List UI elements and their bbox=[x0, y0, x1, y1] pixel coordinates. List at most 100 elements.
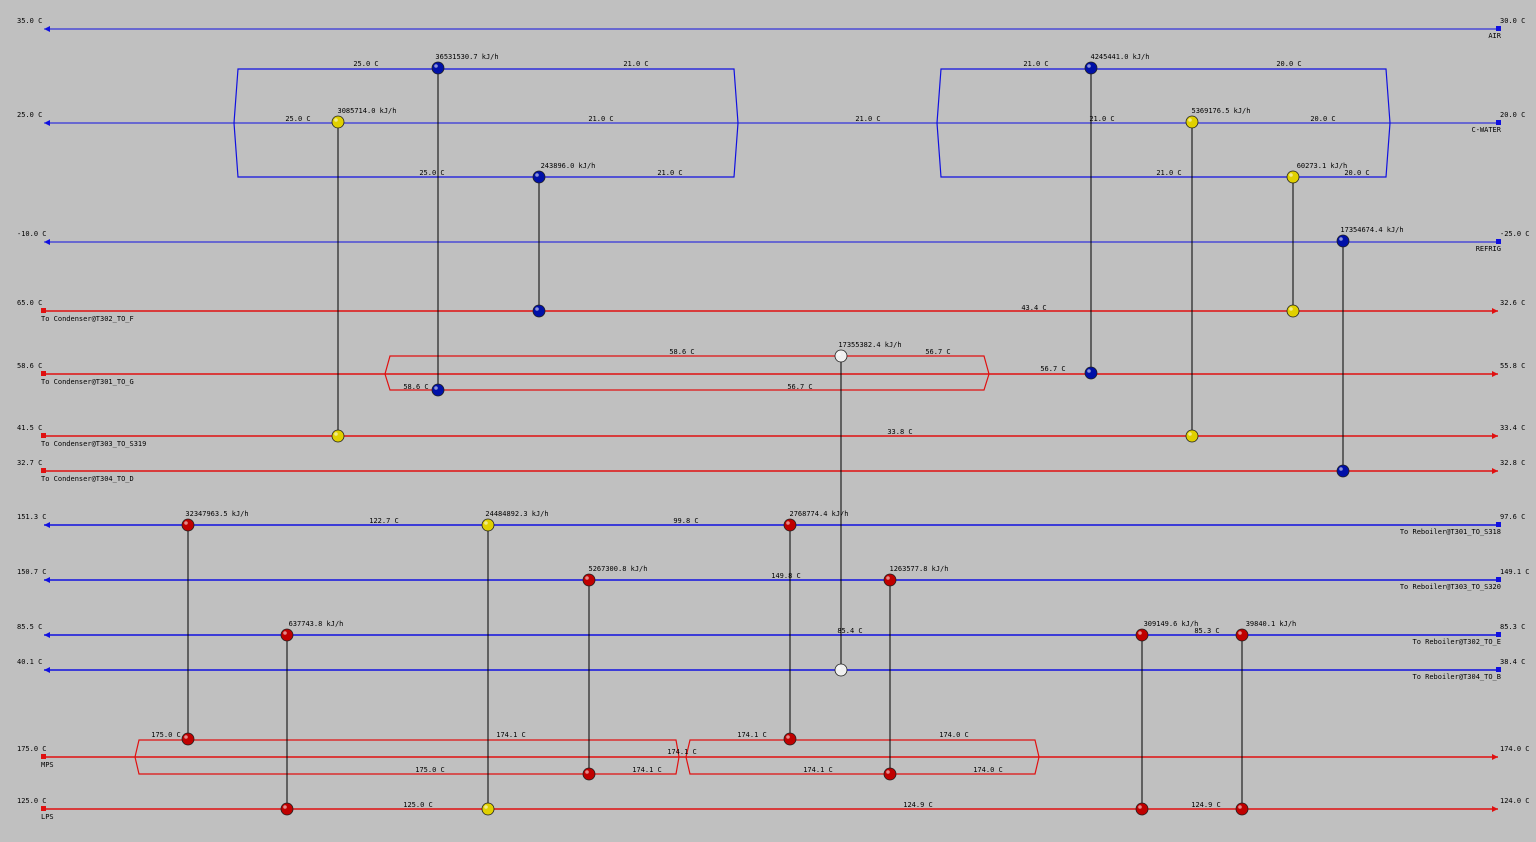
exchanger-node-e3-bottom[interactable] bbox=[532, 304, 546, 318]
exchanger-node-highlight bbox=[535, 307, 539, 311]
exchanger-node-highlight bbox=[1339, 237, 1343, 241]
exchanger-duty-e11: 2768774.4 kJ/h bbox=[789, 510, 848, 518]
exchanger-duty-e4: 4245441.0 kJ/h bbox=[1090, 53, 1149, 61]
exchanger-node-e9-bottom[interactable] bbox=[181, 732, 195, 746]
exchanger-node-e16-bottom[interactable] bbox=[1235, 802, 1249, 816]
exchanger-node-e11-top[interactable] bbox=[783, 518, 797, 532]
stream-arrow-reb304 bbox=[44, 667, 50, 673]
exchanger-node-e13-bottom[interactable] bbox=[883, 767, 897, 781]
temperature-label: 149.8 C bbox=[771, 572, 801, 580]
stream-arrow-reb303 bbox=[44, 577, 50, 583]
exchanger-node-e10-bottom[interactable] bbox=[481, 802, 495, 816]
exchanger-node-e9-top[interactable] bbox=[181, 518, 195, 532]
exchanger-node-e12-bottom[interactable] bbox=[582, 767, 596, 781]
exchanger-node-e4-top[interactable] bbox=[1084, 61, 1098, 75]
exchanger-node-e8-top[interactable] bbox=[834, 349, 848, 363]
exchanger-node-highlight bbox=[585, 770, 589, 774]
exchanger-node-e13-top[interactable] bbox=[883, 573, 897, 587]
exchanger-node-e4-bottom[interactable] bbox=[1084, 366, 1098, 380]
stream-source-mps bbox=[41, 754, 46, 759]
exchanger-node-e10-top[interactable] bbox=[481, 518, 495, 532]
stream-inlet-temp-cwater: 20.0 C bbox=[1500, 111, 1525, 119]
stream-arrow-t301 bbox=[1492, 371, 1498, 377]
exchanger-node-e15-top[interactable] bbox=[1135, 628, 1149, 642]
stream-outlet-temp-reb302: 85.5 C bbox=[17, 623, 42, 631]
exchanger-node-e6-top[interactable] bbox=[1286, 170, 1300, 184]
exchanger-duty-e8: 17355382.4 kJ/h bbox=[838, 341, 901, 349]
temperature-label: 56.7 C bbox=[1040, 365, 1065, 373]
exchanger-node-e7-top[interactable] bbox=[1336, 234, 1350, 248]
temperature-label: 43.4 C bbox=[1021, 304, 1046, 312]
stream-source-reb302 bbox=[1496, 632, 1501, 637]
stream-source-reb301 bbox=[1496, 522, 1501, 527]
exchanger-node-e1-bottom[interactable] bbox=[431, 383, 445, 397]
stream-source-lps bbox=[41, 806, 46, 811]
temperature-label: 85.3 C bbox=[1194, 627, 1219, 635]
stream-outlet-temp-cwater: 25.0 C bbox=[17, 111, 42, 119]
temperature-label: 175.0 C bbox=[151, 731, 181, 739]
stream-name-t303: To Condenser@T303_TO_S319 bbox=[41, 440, 146, 448]
exchanger-node-highlight bbox=[283, 631, 287, 635]
stream-arrow-mps bbox=[1492, 754, 1498, 760]
exchanger-node-e14-bottom[interactable] bbox=[280, 802, 294, 816]
stream-outlet-temp-reb303: 150.7 C bbox=[17, 568, 47, 576]
exchanger-duty-e14: 637743.8 kJ/h bbox=[289, 620, 344, 628]
exchanger-duty-e13: 1263577.8 kJ/h bbox=[889, 565, 948, 573]
exchanger-duty-e5: 5369176.5 kJ/h bbox=[1191, 107, 1250, 115]
split-brackets-layer bbox=[134, 68, 1391, 775]
temperature-label: 85.4 C bbox=[837, 627, 862, 635]
exchanger-node-e1-top[interactable] bbox=[431, 61, 445, 75]
stream-inlet-temp-air: 30.0 C bbox=[1500, 17, 1525, 25]
exchanger-node-highlight bbox=[535, 173, 539, 177]
exchanger-node-e5-top[interactable] bbox=[1185, 115, 1199, 129]
exchanger-nodes-layer bbox=[181, 61, 1350, 816]
stream-name-mps: MPS bbox=[41, 761, 54, 769]
exchanger-node-e7-bottom[interactable] bbox=[1336, 464, 1350, 478]
exchanger-node-e8-bottom[interactable] bbox=[834, 663, 848, 677]
exchanger-node-e6-bottom[interactable] bbox=[1286, 304, 1300, 318]
exchanger-node-e2-top[interactable] bbox=[331, 115, 345, 129]
exchanger-node-highlight bbox=[786, 521, 790, 525]
exchanger-node-highlight bbox=[334, 432, 338, 436]
stream-arrow-t302 bbox=[1492, 308, 1498, 314]
stream-name-air: AIR bbox=[1488, 32, 1501, 40]
stream-inlet-temp-mps: 175.0 C bbox=[17, 745, 47, 753]
exchanger-duty-e1: 36531530.7 kJ/h bbox=[435, 53, 498, 61]
exchanger-node-highlight bbox=[334, 118, 338, 122]
exchanger-node-highlight bbox=[434, 64, 438, 68]
temperature-label: 20.0 C bbox=[1310, 115, 1335, 123]
exchanger-node-e2-bottom[interactable] bbox=[331, 429, 345, 443]
exchanger-node-highlight bbox=[1087, 64, 1091, 68]
stream-name-refrig: REFRIG bbox=[1476, 245, 1501, 253]
stream-name-cwater: C-WATER bbox=[1471, 126, 1501, 134]
exchanger-duty-e6: 60273.1 kJ/h bbox=[1297, 162, 1348, 170]
temperature-label: 20.0 C bbox=[1344, 169, 1369, 177]
temperature-label: 124.9 C bbox=[903, 801, 933, 809]
stream-name-t304: To Condenser@T304_TO_D bbox=[41, 475, 134, 483]
exchanger-node-e5-bottom[interactable] bbox=[1185, 429, 1199, 443]
temperature-label: 124.9 C bbox=[1191, 801, 1221, 809]
stream-arrow-air bbox=[44, 26, 50, 32]
exchanger-node-e15-bottom[interactable] bbox=[1135, 802, 1149, 816]
exchanger-node-highlight bbox=[837, 666, 841, 670]
exchanger-node-e14-top[interactable] bbox=[280, 628, 294, 642]
stream-inlet-temp-t303: 41.5 C bbox=[17, 424, 42, 432]
stream-source-refrig bbox=[1496, 239, 1501, 244]
stream-arrow-cwater bbox=[44, 120, 50, 126]
temperature-label: 21.0 C bbox=[1156, 169, 1181, 177]
exchanger-node-highlight bbox=[484, 521, 488, 525]
stream-outlet-temp-mps: 174.0 C bbox=[1500, 745, 1530, 753]
temperature-label: 174.0 C bbox=[939, 731, 969, 739]
exchanger-node-e3-top[interactable] bbox=[532, 170, 546, 184]
stream-source-reb303 bbox=[1496, 577, 1501, 582]
exchanger-node-e12-top[interactable] bbox=[582, 573, 596, 587]
temperature-label: 99.8 C bbox=[673, 517, 698, 525]
stream-outlet-temp-refrig: -10.0 C bbox=[17, 230, 47, 238]
exchanger-node-e16-top[interactable] bbox=[1235, 628, 1249, 642]
temperature-label: 20.0 C bbox=[1276, 60, 1301, 68]
t301-split-bracket bbox=[384, 355, 990, 391]
exchanger-node-e11-bottom[interactable] bbox=[783, 732, 797, 746]
exchanger-node-highlight bbox=[585, 576, 589, 580]
temperature-label: 21.0 C bbox=[657, 169, 682, 177]
